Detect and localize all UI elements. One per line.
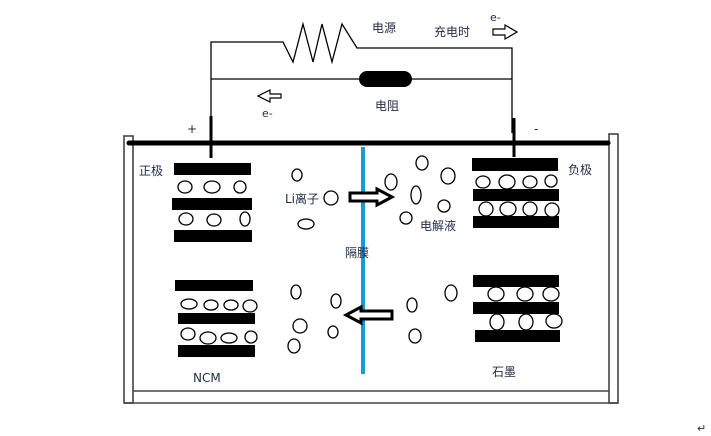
resistor <box>359 71 412 87</box>
li-ion <box>522 201 538 217</box>
li-ion <box>516 286 534 302</box>
electrode-plate <box>174 230 252 242</box>
electrolyte-ions <box>287 155 458 354</box>
li-ion <box>399 211 413 225</box>
li-ion <box>199 331 217 345</box>
li-ion <box>475 175 491 189</box>
right-wall <box>608 133 619 404</box>
ion-arrow-right <box>348 186 396 208</box>
li-ion <box>223 299 239 311</box>
li-ion <box>444 284 458 302</box>
electrode-plate <box>172 198 252 210</box>
li-ion <box>177 180 193 194</box>
separator-label: 隔膜 <box>345 246 369 260</box>
li-ion <box>437 199 451 213</box>
electron-label-left: e- <box>262 107 273 120</box>
li-ion <box>297 218 315 230</box>
positive-electrode-lower <box>175 280 258 357</box>
electrode-plate <box>475 330 560 342</box>
negative-sign: - <box>534 122 538 136</box>
external-circuit <box>210 21 513 133</box>
li-ion <box>292 318 308 334</box>
li-ion <box>287 338 301 354</box>
electrode-plate <box>472 158 558 171</box>
source-wire <box>210 21 513 133</box>
li-ion <box>487 286 505 302</box>
electron-arrow-left <box>256 89 282 103</box>
li-ion <box>233 180 247 194</box>
li-ion <box>203 299 219 311</box>
positive-sign: + <box>187 122 197 136</box>
li-ion <box>406 297 418 313</box>
li-ion <box>498 174 516 190</box>
li-ion <box>499 201 517 217</box>
cathode-material-label: NCM <box>193 371 221 385</box>
electrode-plate <box>473 302 559 314</box>
li-ion <box>206 213 222 227</box>
electron-arrow-right <box>492 23 519 41</box>
li-ion <box>410 185 422 205</box>
li-ion <box>323 190 339 206</box>
li-ion <box>544 174 558 188</box>
li-ion <box>408 328 422 344</box>
li-ion <box>545 313 563 329</box>
li-ion <box>384 173 398 191</box>
ion-arrow-left <box>342 304 394 326</box>
li-ion <box>478 201 494 217</box>
li-ion <box>178 212 194 226</box>
electrode-plate <box>473 216 559 228</box>
li-ion <box>440 167 456 185</box>
li-ion <box>522 175 538 189</box>
li-ion-label: Li离子 <box>285 191 319 206</box>
electrode-plate <box>178 313 255 324</box>
left-wall <box>123 135 134 404</box>
li-ion <box>544 202 560 218</box>
li-ion <box>242 299 258 313</box>
electron-label-top: e- <box>490 11 501 24</box>
li-ion <box>220 332 238 344</box>
li-ion <box>244 330 258 344</box>
negative-electrode-label: 负极 <box>568 163 592 177</box>
electrode-plate <box>178 345 255 357</box>
li-ion <box>327 325 339 339</box>
negative-electrode-upper <box>472 158 560 228</box>
li-ion <box>239 211 251 227</box>
li-ion <box>290 284 302 300</box>
electrode-plate <box>473 189 559 201</box>
power-source-label: 电源 <box>372 21 396 35</box>
electrode-plate <box>174 163 251 175</box>
charging-label: 充电时 <box>434 24 470 39</box>
resistor-label: 电阻 <box>375 99 399 113</box>
li-ion <box>203 180 221 194</box>
electrode-plate <box>175 280 253 291</box>
li-ion <box>518 313 534 331</box>
li-ion <box>180 327 196 341</box>
li-ion <box>489 313 505 331</box>
li-ion <box>330 293 342 309</box>
positive-electrode-label: 正极 <box>139 164 163 178</box>
positive-electrode-upper <box>172 163 252 242</box>
negative-electrode-lower <box>473 275 563 342</box>
anode-material-label: 石墨 <box>492 365 516 379</box>
battery-container <box>123 133 619 404</box>
electrolyte-label: 电解液 <box>420 218 456 233</box>
li-ion <box>291 168 303 182</box>
paragraph-mark: ↵ <box>697 422 706 435</box>
li-ion <box>415 155 429 171</box>
li-ion <box>542 286 560 302</box>
li-ion <box>180 298 198 310</box>
electrode-plate <box>473 275 559 287</box>
